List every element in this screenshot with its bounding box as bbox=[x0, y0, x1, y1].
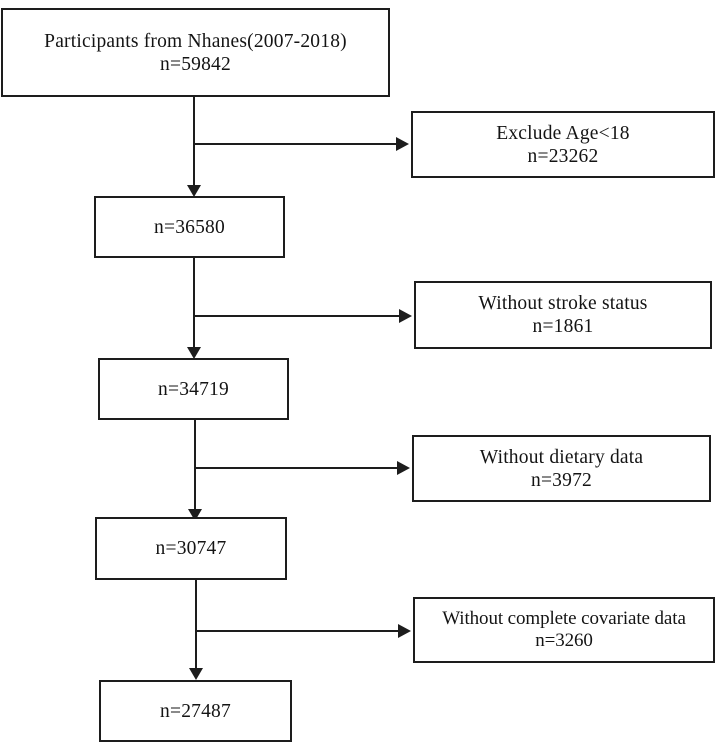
node-after-age: n=36580 bbox=[94, 196, 285, 258]
connector-branch-exclude-stroke bbox=[193, 315, 400, 317]
arrowhead-to-exclude-dietary bbox=[397, 461, 410, 475]
arrowhead-to-after-stroke bbox=[187, 347, 201, 359]
node-after-stroke: n=34719 bbox=[98, 358, 289, 420]
node-source-line2: n=59842 bbox=[160, 53, 231, 75]
node-exclude-stroke: Without stroke status n=1861 bbox=[414, 281, 712, 349]
node-exclude-dietary: Without dietary data n=3972 bbox=[412, 435, 711, 502]
node-final-sample: n=27487 bbox=[99, 680, 292, 742]
node-after-stroke-line1: n=34719 bbox=[158, 378, 229, 400]
node-exclude-covariate-line2: n=3260 bbox=[535, 630, 593, 651]
node-source-participants: Participants from Nhanes(2007-2018) n=59… bbox=[1, 8, 390, 97]
arrowhead-to-final bbox=[189, 668, 203, 680]
node-source-line1: Participants from Nhanes(2007-2018) bbox=[44, 30, 347, 52]
arrowhead-to-exclude-covariate bbox=[398, 624, 411, 638]
connector-branch-exclude-covariate bbox=[195, 630, 399, 632]
node-after-dietary: n=30747 bbox=[95, 517, 287, 580]
arrowhead-to-after-age bbox=[187, 185, 201, 197]
connector-after-stroke-vertical bbox=[194, 420, 196, 513]
node-exclude-age-line2: n=23262 bbox=[527, 145, 599, 167]
node-exclude-stroke-line2: n=1861 bbox=[532, 316, 594, 337]
connector-branch-exclude-dietary bbox=[194, 467, 398, 469]
node-exclude-dietary-line2: n=3972 bbox=[531, 469, 592, 491]
node-after-dietary-line1: n=30747 bbox=[155, 538, 227, 559]
node-exclude-covariate: Without complete covariate data n=3260 bbox=[413, 597, 715, 663]
node-final-sample-line1: n=27487 bbox=[160, 700, 231, 722]
arrowhead-to-exclude-stroke bbox=[399, 309, 412, 323]
connector-after-age-vertical bbox=[193, 258, 195, 351]
connector-after-dietary-vertical bbox=[195, 580, 197, 672]
node-exclude-age-line1: Exclude Age<18 bbox=[496, 122, 630, 144]
connector-branch-exclude-age bbox=[193, 143, 397, 145]
arrowhead-to-exclude-age bbox=[396, 137, 409, 151]
node-exclude-dietary-line1: Without dietary data bbox=[479, 446, 644, 468]
node-exclude-covariate-line1: Without complete covariate data bbox=[442, 607, 686, 629]
node-exclude-stroke-line1: Without stroke status bbox=[478, 293, 648, 314]
node-exclude-age: Exclude Age<18 n=23262 bbox=[411, 111, 715, 178]
node-after-age-line1: n=36580 bbox=[154, 216, 225, 238]
